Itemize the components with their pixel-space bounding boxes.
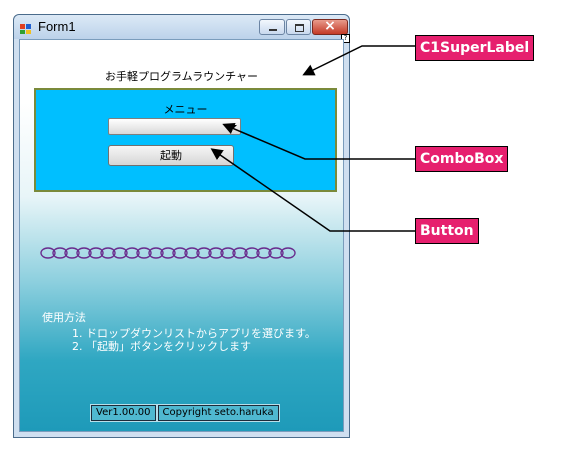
close-button[interactable]: ×	[312, 18, 348, 35]
callout-button: Button	[415, 218, 479, 244]
copyright-label: Copyright seto.haruka	[156, 404, 280, 422]
app-icon	[19, 20, 33, 34]
button-arrow	[210, 148, 415, 232]
chain-decoration	[40, 247, 296, 259]
status-bar: Ver1.00.00 Copyright seto.haruka	[90, 404, 281, 422]
minimize-button[interactable]	[259, 19, 285, 35]
menu-label: メニュー	[163, 103, 208, 116]
usage-title: 使用方法	[42, 311, 86, 324]
superlabel-arrow	[302, 45, 415, 76]
help-icon[interactable]: ?	[341, 34, 350, 43]
super-label: お手軽プログラムラウンチャー	[104, 70, 258, 83]
version-label: Ver1.00.00	[90, 404, 157, 422]
form-client-area: お手軽プログラムラウンチャー メニュー 起動	[19, 39, 344, 432]
usage-step: 1. ドロップダウンリストからアプリを選びます。	[72, 327, 316, 340]
close-icon: ×	[324, 18, 336, 34]
form1-window: Form1 × ? お手軽プログラムラウンチャー メニュー 起動	[13, 14, 350, 438]
title-bar[interactable]: Form1 ×	[14, 15, 349, 39]
callout-superlabel: C1SuperLabel	[415, 35, 535, 61]
combobox-arrow	[222, 122, 415, 160]
maximize-button[interactable]	[286, 19, 311, 35]
launch-button[interactable]: 起動	[108, 145, 234, 166]
usage-step: 2. 「起動」ボタンをクリックします	[72, 340, 251, 353]
menu-panel: メニュー 起動	[34, 88, 337, 192]
window-title: Form1	[38, 19, 76, 34]
callout-combobox: ComboBox	[415, 146, 509, 172]
